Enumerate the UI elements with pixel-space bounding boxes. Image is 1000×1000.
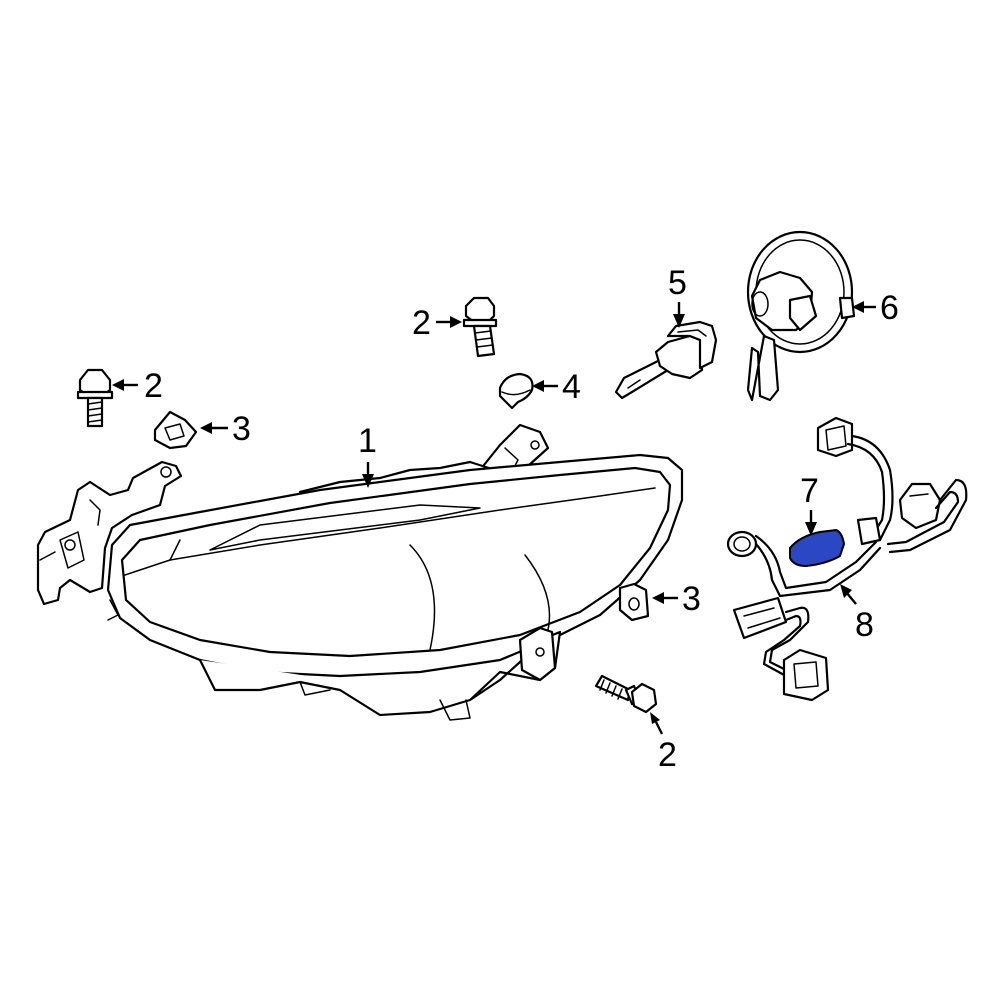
callout-4: 4 [532,368,581,406]
callout-3-right: 3 [652,580,701,618]
bulb-icon[interactable] [614,320,718,400]
svg-text:2: 2 [412,304,431,342]
svg-text:6: 6 [880,289,899,327]
callout-2-top: 2 [412,304,462,342]
svg-text:7: 7 [800,472,819,510]
bolt-bottom-icon[interactable] [594,674,658,714]
svg-text:5: 5 [668,264,687,302]
callout-1: 1 [358,422,377,488]
bolt-top-icon[interactable] [462,296,498,358]
callout-2-left: 2 [112,367,163,405]
callout-3-left: 3 [200,410,251,448]
svg-text:1: 1 [358,422,377,460]
nut-left-icon[interactable] [153,410,198,450]
svg-text:3: 3 [682,580,701,618]
svg-text:3: 3 [232,410,251,448]
callout-2-bottom: 2 [650,712,677,774]
svg-text:2: 2 [658,736,677,774]
bolt-left-icon[interactable] [76,368,114,428]
callout-8: 8 [840,584,874,644]
svg-text:8: 8 [855,606,874,644]
headlamp-assembly[interactable] [36,423,684,721]
nut-right-icon[interactable] [618,582,650,622]
svg-text:2: 2 [144,367,163,405]
socket-cover-icon[interactable] [746,230,856,402]
cap-icon[interactable] [498,372,534,410]
side-marker-bulb-icon[interactable] [789,528,846,568]
callout-5: 5 [668,264,687,328]
callout-7: 7 [800,472,819,536]
wiring-harness-icon[interactable] [726,416,968,702]
callout-6: 6 [852,289,899,327]
svg-text:4: 4 [562,368,581,406]
